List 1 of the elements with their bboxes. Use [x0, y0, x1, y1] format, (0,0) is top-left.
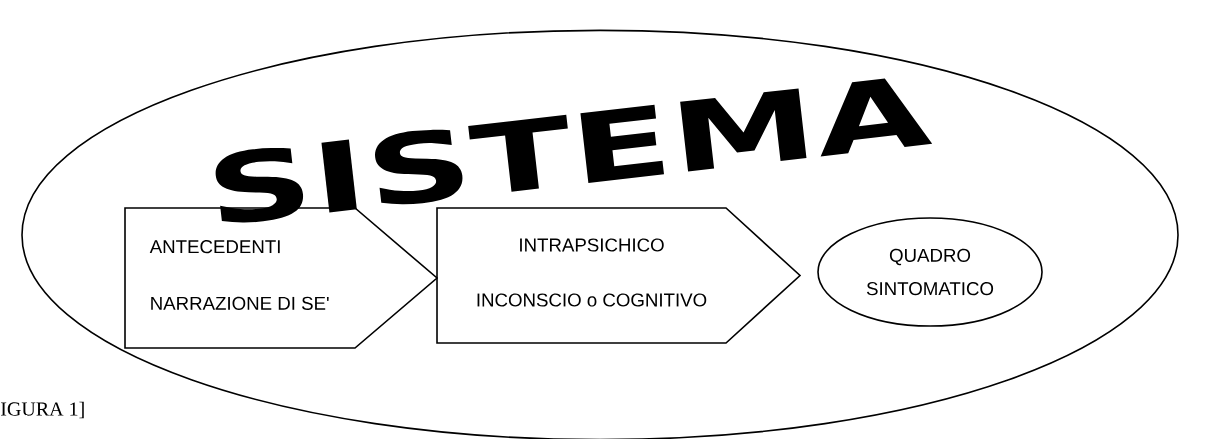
ellipse-node: QUADRO SINTOMATICO — [817, 217, 1043, 327]
